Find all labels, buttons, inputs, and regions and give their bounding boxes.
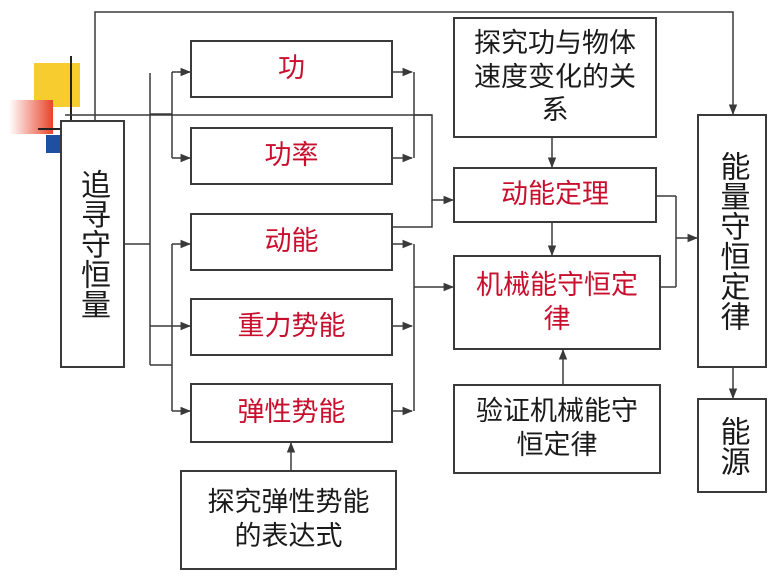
gravitational-pe-box: 重力势能 [190, 298, 393, 356]
gravitational-pe-label: 重力势能 [237, 311, 346, 343]
connector-to-theorem [414, 114, 455, 205]
mechanical-energy-conservation-label: 机械能守恒定律 [476, 269, 638, 335]
connector-kinetic-to-theorem [393, 200, 433, 228]
power-label: 功率 [264, 140, 319, 172]
explore-work-label: 探究功与物体速度变化的关系 [474, 27, 636, 127]
verify-mechanical-energy-label: 验证机械能守恒定律 [476, 396, 638, 461]
energy-source-label: 能源 [714, 415, 750, 476]
connector-top-loop [94, 11, 738, 120]
kinetic-energy-theorem-box: 动能定理 [453, 167, 657, 223]
mechanical-energy-conservation-box: 机械能守恒定律 [453, 255, 661, 350]
explore-work-box: 探究功与物体速度变化的关系 [453, 17, 657, 138]
elastic-pe-label: 弹性势能 [237, 397, 346, 429]
seek-conserved-quantity-label: 追寻守恒量 [75, 169, 110, 319]
decorative-yellow-square [34, 63, 80, 107]
kinetic-energy-theorem-label: 动能定理 [501, 179, 609, 211]
decorative-blue-square [46, 135, 64, 153]
power-box: 功率 [190, 127, 393, 185]
energy-conservation-law-label: 能量守恒定律 [714, 151, 750, 331]
kinetic-energy-label: 动能 [264, 226, 319, 258]
explore-elastic-box: 探究弹性势能的表达式 [180, 470, 397, 570]
explore-elastic-label: 探究弹性势能的表达式 [207, 487, 370, 552]
work-label: 功 [278, 53, 305, 85]
decorative-vertical-line [70, 56, 72, 134]
seek-conserved-quantity-box: 追寻守恒量 [60, 120, 125, 368]
kinetic-energy-box: 动能 [190, 213, 393, 271]
work-box: 功 [190, 40, 393, 98]
verify-mechanical-energy-box: 验证机械能守恒定律 [453, 384, 661, 474]
elastic-pe-box: 弹性势能 [190, 383, 393, 443]
energy-conservation-law-box: 能量守恒定律 [697, 114, 767, 368]
energy-source-box: 能源 [697, 398, 767, 493]
